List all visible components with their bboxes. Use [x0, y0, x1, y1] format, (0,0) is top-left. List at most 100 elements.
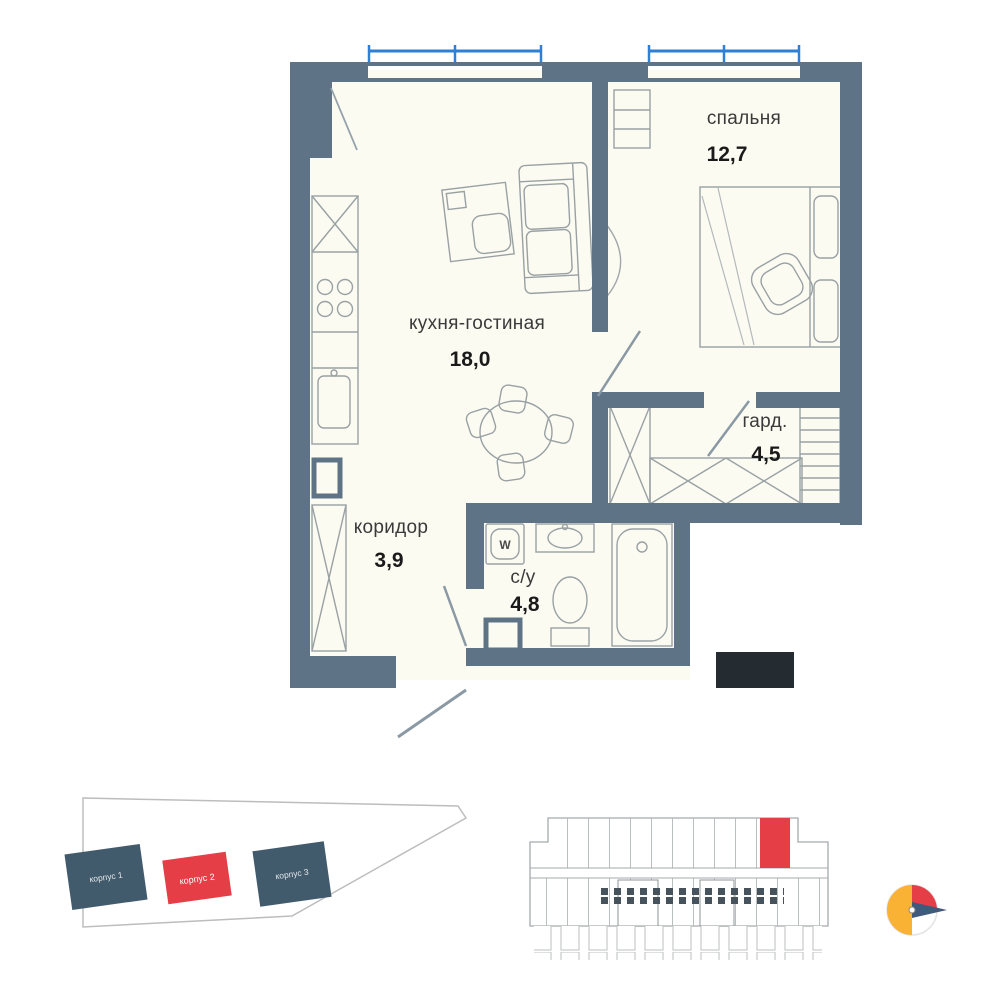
- entry-door-swing-line: [397, 688, 467, 739]
- bathroom-fixtures: [485, 523, 673, 647]
- burner: [316, 300, 334, 318]
- windows: [367, 45, 801, 62]
- desk: [441, 181, 515, 263]
- bathtub: [611, 523, 673, 647]
- sofa-cushion: [525, 228, 573, 276]
- wall-partition: [756, 392, 840, 408]
- dining-table-top: [479, 400, 553, 464]
- sink-faucet: [330, 369, 338, 377]
- door-swing-line: [596, 330, 642, 397]
- blanket-fold-line: [701, 195, 745, 346]
- window-frame: [648, 62, 800, 66]
- sink-basin: [547, 527, 583, 549]
- pillow: [813, 195, 839, 259]
- compass-icon: [886, 884, 947, 936]
- dining-table: [465, 384, 574, 482]
- closet-cross: [649, 457, 727, 505]
- room-label-wardrobe: гард.: [742, 411, 787, 432]
- washer-outline: [485, 523, 525, 565]
- shaft-box: [483, 617, 523, 653]
- wall-partition: [592, 396, 608, 508]
- wall-pier: [290, 62, 332, 158]
- room-fill-upper: [300, 70, 852, 515]
- tub-inner: [616, 528, 668, 642]
- door-swing-line: [442, 585, 468, 647]
- building-label: корпус 3: [275, 867, 310, 882]
- sofa-arm-line: [524, 274, 579, 279]
- building-label: корпус 1: [89, 870, 124, 885]
- room-area-bedroom: 12,7: [707, 143, 748, 166]
- dining-chair: [465, 407, 497, 439]
- compass-hub: [908, 906, 916, 914]
- shaft-box: [311, 457, 343, 499]
- desk-monitor: [445, 190, 467, 211]
- window-frame: [368, 62, 542, 66]
- furniture-layer: [311, 89, 843, 652]
- wall-partition: [592, 82, 608, 332]
- counter-outline: [311, 195, 359, 445]
- burner: [336, 300, 354, 318]
- room-area-wardrobe: 4,5: [751, 443, 781, 466]
- site-building-korpus-1[interactable]: корпус 1: [64, 843, 148, 911]
- kitchen-sink: [317, 369, 351, 429]
- toilet-tank: [550, 627, 590, 647]
- building-label: корпус 2: [179, 872, 215, 887]
- tub-drain: [636, 541, 648, 553]
- service-block: [716, 652, 794, 688]
- wall-partition: [592, 392, 704, 408]
- wall-partition: [466, 503, 862, 523]
- sofa-back-line: [571, 163, 581, 291]
- sofa-cushion: [523, 182, 571, 230]
- room-labels: спальня 12,7 кухня-гостиная 18,0 гард. 4…: [354, 108, 788, 616]
- wall-partition: [674, 503, 690, 665]
- sofa-arm-line: [519, 178, 574, 183]
- building-shape[interactable]: [64, 843, 148, 911]
- armchair: [750, 252, 814, 316]
- stove-burners: [316, 278, 354, 318]
- unit-row-top: [548, 818, 798, 868]
- desk-top: [441, 181, 515, 263]
- sink-faucet: [561, 523, 569, 531]
- washing-machine: [485, 523, 525, 565]
- building-shape-highlighted[interactable]: [162, 851, 232, 905]
- armchair-outline: [750, 252, 814, 316]
- armchair-seat: [760, 262, 804, 306]
- room-label-bedroom: спальня: [707, 108, 781, 129]
- apartment-floorplan: спальня 12,7 кухня-гостиная 18,0 гард. 4…: [290, 45, 862, 739]
- pier-diagonal-line: [330, 87, 358, 151]
- corridor-closet: [311, 504, 347, 652]
- room-label-bathroom: с/у: [510, 567, 535, 588]
- room-area-corridor: 3,9: [374, 549, 403, 572]
- toilet-bowl: [552, 576, 588, 624]
- dining-chair: [496, 452, 526, 482]
- site-plan: корпус 1 корпус 2 корпус 3: [64, 797, 468, 928]
- sofa-outline: [518, 161, 594, 295]
- building-shape[interactable]: [252, 841, 332, 907]
- wall: [290, 656, 396, 688]
- room-area-kitchen-living: 18,0: [450, 348, 491, 371]
- closet-box: [311, 504, 347, 652]
- room-area-bathroom: 4,8: [510, 593, 540, 616]
- burner: [336, 278, 354, 296]
- door-swing-line: [706, 400, 751, 457]
- site-building-korpus-3[interactable]: корпус 3: [252, 841, 332, 907]
- dining-chair: [544, 414, 574, 444]
- door-swings: [330, 87, 751, 739]
- desk-chair: [471, 212, 512, 255]
- highlighted-unit[interactable]: [760, 818, 790, 868]
- fridge-cross-line: [311, 195, 359, 253]
- room-label-kitchen-living: кухня-гостиная: [409, 313, 545, 334]
- closet-cross: [609, 405, 651, 505]
- washer-label: W: [499, 538, 511, 552]
- room-label-corridor: коридор: [354, 517, 429, 538]
- window-frame: [368, 78, 542, 82]
- decor-arc-line: [600, 217, 622, 303]
- site-building-korpus-2[interactable]: корпус 2: [162, 851, 232, 905]
- tub-outline: [611, 523, 673, 647]
- pillow: [813, 279, 839, 343]
- washer-drum: [490, 528, 520, 560]
- dresser: [613, 89, 651, 149]
- sofa: [518, 161, 594, 295]
